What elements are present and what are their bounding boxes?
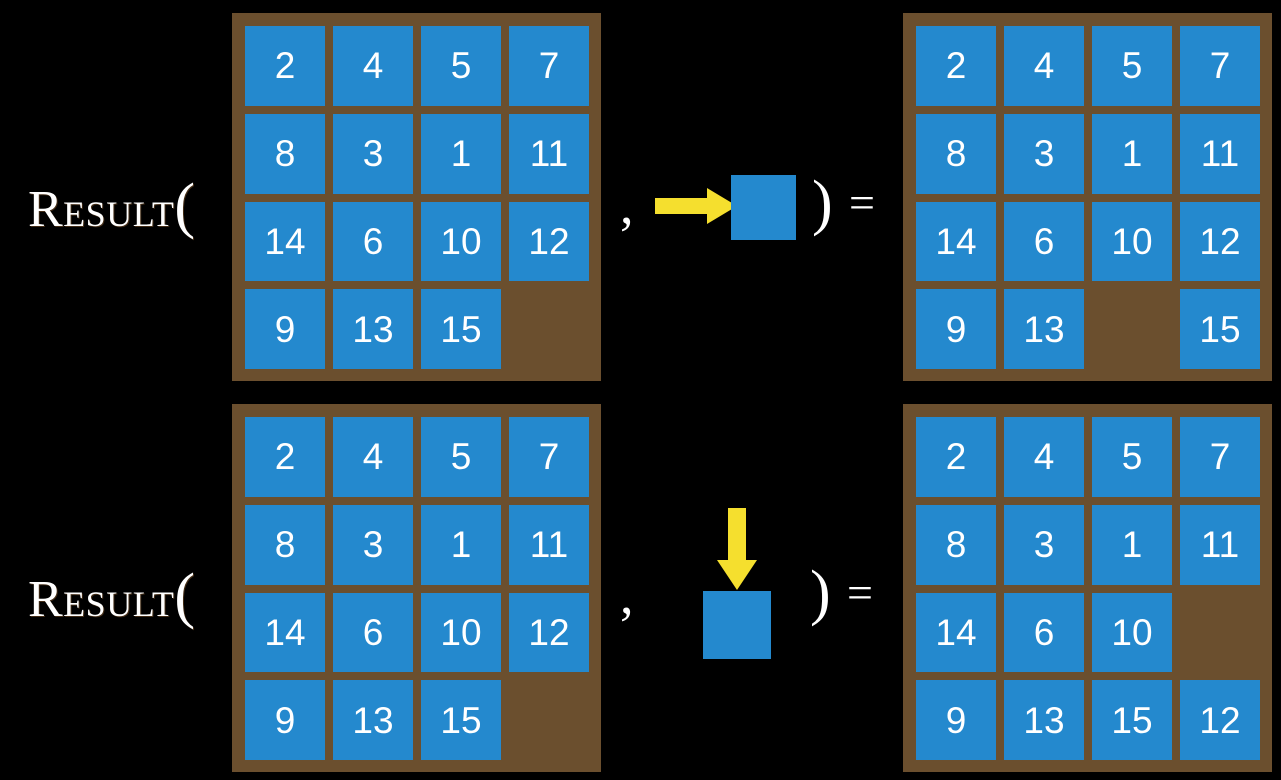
tile-empty-slot[interactable] (1180, 593, 1260, 673)
tile[interactable]: 1 (1092, 504, 1172, 585)
arrow-right-icon (655, 188, 737, 224)
tile[interactable]: 5 (421, 26, 501, 106)
open-paren-row-2: ( (174, 562, 196, 630)
tile[interactable]: 6 (1004, 592, 1084, 673)
tile-empty-slot[interactable] (509, 680, 589, 760)
result-label-row-1: Result( (28, 175, 196, 237)
tile-empty-slot[interactable] (509, 289, 589, 369)
tile[interactable]: 9 (245, 289, 325, 369)
arrow-down-icon (717, 508, 757, 590)
tile[interactable]: 13 (333, 289, 413, 369)
tile[interactable]: 14 (245, 592, 325, 673)
result-word-row-2: Result (28, 571, 175, 628)
tile[interactable]: 7 (1180, 26, 1260, 106)
tile[interactable]: 3 (333, 113, 413, 194)
tile[interactable]: 12 (509, 592, 589, 673)
tile[interactable]: 2 (245, 26, 325, 106)
tile[interactable]: 10 (421, 592, 501, 673)
tile[interactable]: 13 (333, 680, 413, 760)
tile[interactable]: 9 (245, 680, 325, 760)
tile[interactable]: 11 (509, 504, 589, 585)
tile[interactable]: 6 (333, 201, 413, 282)
tile[interactable]: 10 (1092, 201, 1172, 282)
tile[interactable]: 14 (245, 201, 325, 282)
tile[interactable]: 11 (1180, 113, 1260, 194)
input-board-row-1[interactable]: 2 4 5 7 8 3 1 11 14 6 10 12 9 13 15 (232, 13, 601, 381)
tile[interactable]: 9 (916, 289, 996, 369)
tile[interactable]: 2 (916, 26, 996, 106)
tile[interactable]: 9 (916, 680, 996, 760)
tile[interactable]: 7 (1180, 417, 1260, 497)
tile[interactable]: 5 (421, 417, 501, 497)
tile[interactable]: 13 (1004, 680, 1084, 760)
tile[interactable]: 8 (916, 504, 996, 585)
open-paren-row-1: ( (174, 172, 196, 240)
close-paren-row-1: ) (812, 169, 833, 237)
tile[interactable]: 12 (1180, 201, 1260, 282)
output-board-row-2[interactable]: 2 4 5 7 8 3 1 11 14 6 10 9 13 15 12 (903, 404, 1272, 772)
comma-row-1: , (620, 175, 634, 235)
tile[interactable]: 3 (1004, 504, 1084, 585)
tile[interactable]: 7 (509, 417, 589, 497)
tile[interactable]: 8 (245, 113, 325, 194)
tile[interactable]: 12 (1180, 680, 1260, 760)
tile[interactable]: 15 (1092, 680, 1172, 760)
result-label-row-2: Result( (28, 565, 196, 627)
tile[interactable]: 8 (916, 113, 996, 194)
tile[interactable]: 3 (1004, 113, 1084, 194)
tile[interactable]: 8 (245, 504, 325, 585)
tile[interactable]: 5 (1092, 26, 1172, 106)
tile[interactable]: 15 (421, 289, 501, 369)
tile[interactable]: 14 (916, 201, 996, 282)
tile[interactable]: 13 (1004, 289, 1084, 369)
tile[interactable]: 2 (916, 417, 996, 497)
tile[interactable]: 15 (421, 680, 501, 760)
tile[interactable]: 10 (1092, 592, 1172, 673)
tile[interactable]: 6 (1004, 201, 1084, 282)
operand-tile-row-2[interactable] (703, 591, 771, 659)
operand-tile-row-1[interactable] (731, 175, 796, 240)
tile[interactable]: 2 (245, 417, 325, 497)
tile[interactable]: 1 (421, 504, 501, 585)
tile[interactable]: 5 (1092, 417, 1172, 497)
tile[interactable]: 4 (333, 26, 413, 106)
tile[interactable]: 6 (333, 592, 413, 673)
result-word-row-1: Result (28, 181, 175, 238)
tile[interactable]: 14 (916, 592, 996, 673)
output-board-row-1[interactable]: 2 4 5 7 8 3 1 11 14 6 10 12 9 13 15 (903, 13, 1272, 381)
tile[interactable]: 1 (421, 113, 501, 194)
comma-row-2: , (620, 565, 634, 625)
tile[interactable]: 10 (421, 201, 501, 282)
tile[interactable]: 1 (1092, 113, 1172, 194)
tile-empty-slot[interactable] (1092, 289, 1172, 369)
tile[interactable]: 7 (509, 26, 589, 106)
close-paren-row-2: ) (810, 559, 831, 627)
tile[interactable]: 11 (509, 113, 589, 194)
tile[interactable]: 3 (333, 504, 413, 585)
tile[interactable]: 11 (1180, 504, 1260, 585)
equals-row-1: = (849, 177, 875, 228)
tile[interactable]: 4 (1004, 417, 1084, 497)
input-board-row-2[interactable]: 2 4 5 7 8 3 1 11 14 6 10 12 9 13 15 (232, 404, 601, 772)
equals-row-2: = (847, 567, 873, 618)
tile[interactable]: 4 (1004, 26, 1084, 106)
tile[interactable]: 12 (509, 201, 589, 282)
tile[interactable]: 15 (1180, 289, 1260, 369)
tile[interactable]: 4 (333, 417, 413, 497)
